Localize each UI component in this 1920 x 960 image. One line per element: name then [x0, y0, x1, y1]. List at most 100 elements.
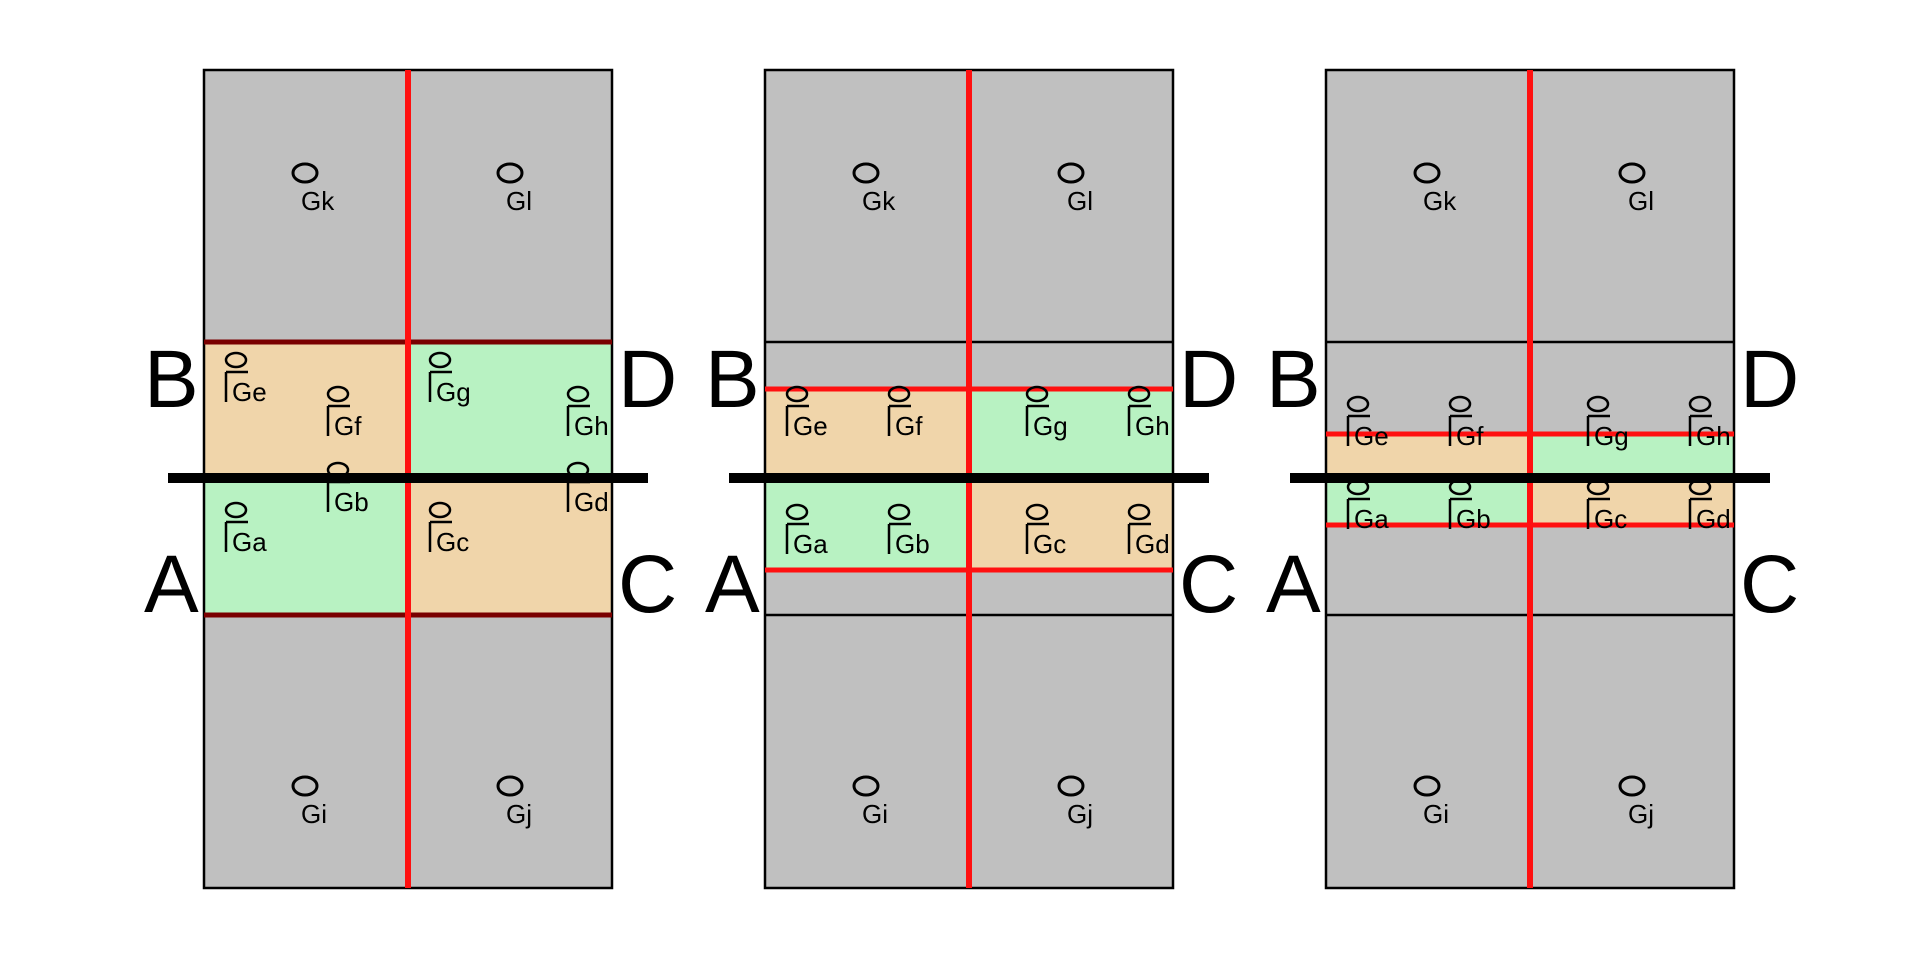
- row-node: Gb: [887, 503, 930, 559]
- node-label: Gc: [1594, 504, 1627, 534]
- node-label: Gi: [1423, 799, 1449, 829]
- corner-label-bottom-left: A: [1266, 539, 1321, 630]
- row-node: Gg: [1025, 385, 1068, 441]
- node-circle-icon: [852, 775, 880, 797]
- region-top-left: [204, 342, 408, 478]
- row-node: Gh: [1127, 385, 1170, 441]
- region-bottom-left: [1326, 478, 1530, 525]
- outer-node: Gj: [1057, 775, 1093, 829]
- region-top-left: [1326, 434, 1530, 478]
- region-top-right: [408, 342, 612, 478]
- outer-node: Gk: [852, 162, 896, 216]
- row-node: Gc: [428, 501, 469, 557]
- node-circle-icon: [1127, 503, 1151, 521]
- outer-node: Gl: [496, 162, 532, 216]
- outer-node: Gl: [1618, 162, 1654, 216]
- node-circle-icon: [496, 775, 524, 797]
- node-circle-icon: [1413, 162, 1441, 184]
- node-label: Gh: [1696, 421, 1731, 451]
- node-label: Gi: [301, 799, 327, 829]
- row-node: Gc: [1586, 478, 1627, 534]
- node-label: Gg: [1594, 421, 1629, 451]
- node-circle-icon: [1346, 478, 1370, 496]
- node-label: Gk: [862, 186, 896, 216]
- node-label: Gb: [334, 487, 369, 517]
- node-circle-icon: [1586, 478, 1610, 496]
- row-node: Gh: [566, 385, 609, 441]
- node-label: Ge: [793, 411, 828, 441]
- row-node: Gf: [326, 385, 362, 441]
- node-label: Gd: [1135, 529, 1170, 559]
- node-label: Gj: [506, 799, 532, 829]
- corner-label-bottom-left: A: [705, 539, 760, 630]
- node-circle-icon: [291, 162, 319, 184]
- outer-node: Gk: [291, 162, 335, 216]
- row-node: Gd: [566, 461, 609, 517]
- corner-label-top-right: D: [1179, 334, 1238, 425]
- node-circle-icon: [428, 351, 452, 369]
- node-label: Gf: [1456, 421, 1484, 451]
- node-circle-icon: [428, 501, 452, 519]
- node-circle-icon: [887, 385, 911, 403]
- region-bottom-right: [408, 478, 612, 615]
- node-label: Ga: [793, 529, 828, 559]
- node-circle-icon: [326, 385, 350, 403]
- corner-label-bottom-right: C: [1740, 539, 1799, 630]
- outer-node: Gj: [496, 775, 532, 829]
- row-node: Gc: [1025, 503, 1066, 559]
- node-circle-icon: [1413, 775, 1441, 797]
- node-label: Ge: [232, 377, 267, 407]
- node-label: Gg: [1033, 411, 1068, 441]
- node-label: Gl: [506, 186, 532, 216]
- row-node: Ga: [785, 503, 828, 559]
- node-circle-icon: [1127, 385, 1151, 403]
- node-label: Gj: [1628, 799, 1654, 829]
- node-label: Ga: [1354, 504, 1389, 534]
- outer-node: Gi: [291, 775, 327, 829]
- outer-node: Gj: [1618, 775, 1654, 829]
- outer-node: Gk: [1413, 162, 1457, 216]
- node-label: Gh: [1135, 411, 1170, 441]
- node-label: Gb: [1456, 504, 1491, 534]
- region-top-left: [765, 389, 969, 478]
- region-top-right: [1530, 434, 1734, 478]
- node-circle-icon: [785, 503, 809, 521]
- row-node: Gg: [428, 351, 471, 407]
- row-node: Gf: [887, 385, 923, 441]
- node-circle-icon: [1057, 775, 1085, 797]
- node-circle-icon: [1688, 478, 1712, 496]
- corner-label-top-right: D: [618, 334, 677, 425]
- node-label: Gb: [895, 529, 930, 559]
- node-label: Gd: [1696, 504, 1731, 534]
- row-node: Ge: [785, 385, 828, 441]
- row-node: Ga: [224, 501, 267, 557]
- node-label: Gk: [301, 186, 335, 216]
- outer-node: Gi: [1413, 775, 1449, 829]
- node-label: Gl: [1067, 186, 1093, 216]
- corner-label-top-left: B: [705, 334, 760, 425]
- row-node: Gb: [326, 461, 369, 517]
- node-circle-icon: [1025, 385, 1049, 403]
- node-label: Gl: [1628, 186, 1654, 216]
- node-circle-icon: [326, 461, 350, 479]
- node-label: Gh: [574, 411, 609, 441]
- region-top-right: [969, 389, 1173, 478]
- node-label: Gc: [1033, 529, 1066, 559]
- node-circle-icon: [224, 501, 248, 519]
- region-bottom-right: [1530, 478, 1734, 525]
- node-circle-icon: [1586, 395, 1610, 413]
- node-label: Ga: [232, 527, 267, 557]
- node-label: Gi: [862, 799, 888, 829]
- node-label: Gc: [436, 527, 469, 557]
- node-circle-icon: [566, 385, 590, 403]
- node-label: Gf: [895, 411, 923, 441]
- node-circle-icon: [887, 503, 911, 521]
- row-node: Gd: [1688, 478, 1731, 534]
- node-label: Gf: [334, 411, 362, 441]
- node-circle-icon: [1057, 162, 1085, 184]
